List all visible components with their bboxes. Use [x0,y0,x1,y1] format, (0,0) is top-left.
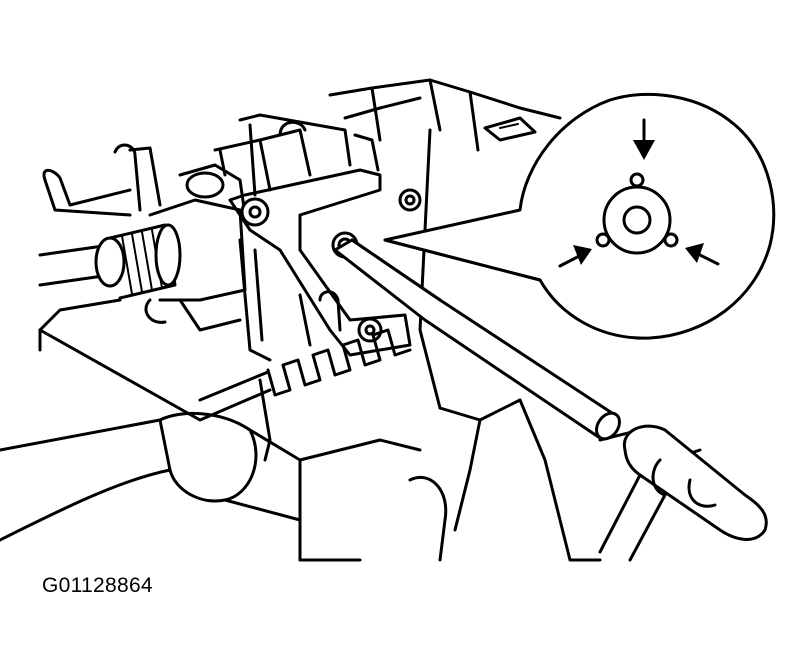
arrow-down-icon [633,118,655,160]
detent-spring [198,328,412,462]
hammer [598,424,768,562]
input-shaft [38,198,247,332]
figure-id-label: G01128864 [42,574,153,597]
arrow-left-icon [685,243,720,266]
punch-mark-detail-icon [595,172,679,255]
shift-fork [42,120,312,217]
arrow-right-icon [558,245,592,268]
detail-callout [383,92,776,340]
punch-tool [333,238,621,441]
selector-bracket [228,113,422,362]
